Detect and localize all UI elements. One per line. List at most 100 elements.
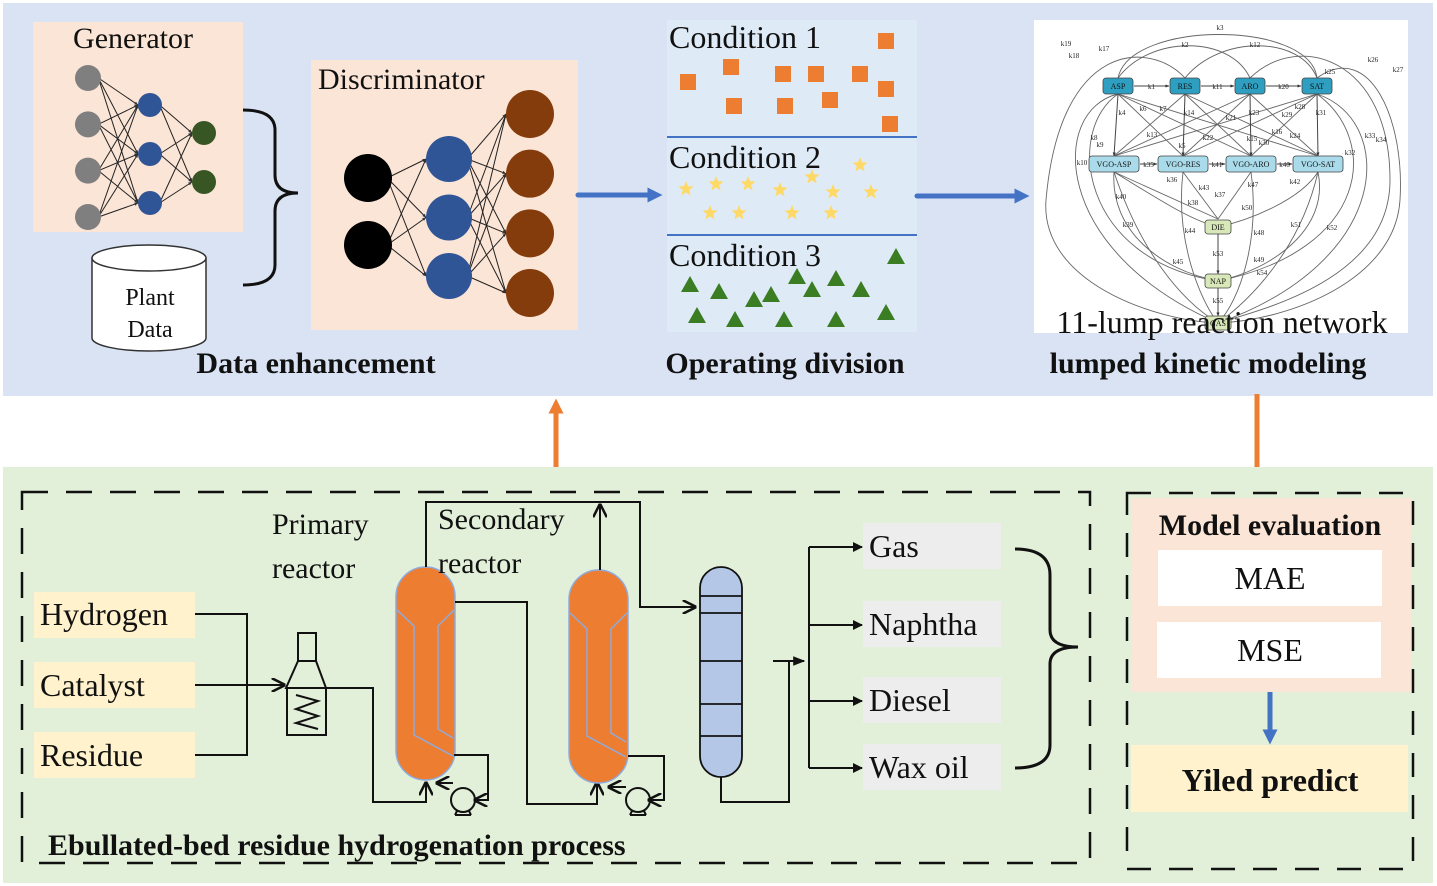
product-brace-icon	[1014, 547, 1079, 770]
rate-constant-label: k13	[1147, 131, 1158, 139]
products: Gas Naphtha Diesel Wax oil	[863, 523, 1001, 790]
rate-constant-label: k52	[1327, 224, 1338, 232]
neuron-node	[344, 221, 392, 269]
metric-mae-label: MAE	[1234, 560, 1305, 596]
reaction-edge	[1217, 171, 1319, 324]
network-connection	[386, 177, 427, 277]
rate-constant-label: k35	[1143, 161, 1154, 169]
square-marker-icon	[775, 66, 791, 82]
reaction-edge	[1182, 171, 1219, 220]
lump-node-label: ASP	[1111, 82, 1126, 91]
rate-constant-label: k36	[1167, 176, 1178, 184]
lump-node-label: VGO-ARO	[1233, 160, 1270, 169]
kinetic-modeling-caption: lumped kinetic modeling	[1050, 347, 1367, 380]
rate-constant-label: k19	[1061, 40, 1072, 48]
reaction-edge	[1045, 56, 1219, 324]
rate-constant-label: k4	[1119, 109, 1127, 117]
reaction-edge	[1113, 93, 1318, 157]
neuron-node	[138, 142, 162, 166]
rate-constant-label: k45	[1173, 258, 1184, 266]
product-lines	[808, 542, 863, 773]
neuron-node	[426, 194, 472, 241]
rate-constant-label: k37	[1215, 191, 1226, 199]
prediction-label: Yiled predict	[1182, 762, 1359, 798]
feed-residue-label: Residue	[40, 737, 143, 773]
reaction-edge	[1181, 93, 1186, 157]
rate-constant-label: k46	[1279, 161, 1290, 169]
rate-constant-label: k42	[1290, 178, 1301, 186]
square-marker-icon	[777, 98, 793, 114]
discriminator-block: Discriminator	[311, 60, 578, 330]
network-connection	[386, 158, 427, 179]
network-connection	[467, 232, 507, 277]
triangle-marker-icon	[887, 248, 905, 264]
rate-constant-label: k41	[1212, 161, 1223, 169]
neuron-node	[506, 209, 554, 258]
generator-title: Generator	[73, 22, 193, 55]
triangle-marker-icon	[745, 291, 763, 307]
lump-node	[1169, 77, 1201, 95]
feeds: Hydrogen Catalyst Residue	[34, 592, 195, 778]
rate-constant-label: k5	[1179, 142, 1187, 150]
pump-icon	[625, 787, 651, 816]
network-connection	[386, 217, 427, 246]
lump-node	[1157, 155, 1209, 173]
reaction-edge	[1217, 171, 1252, 220]
triangle-marker-icon	[681, 276, 699, 292]
operating-division-caption: Operating division	[665, 347, 905, 380]
condition-1-label: Condition 1	[669, 19, 821, 55]
star-marker-icon	[708, 176, 724, 191]
heater-icon	[284, 632, 328, 736]
square-marker-icon	[852, 66, 868, 82]
triangle-marker-icon	[827, 270, 845, 286]
triangle-marker-icon	[852, 281, 870, 297]
lump-node-label: VGO-SAT	[1301, 160, 1335, 169]
network-connection	[97, 77, 139, 155]
star-marker-icon	[772, 182, 788, 197]
star-marker-icon	[678, 181, 694, 196]
curly-brace-icon	[242, 108, 299, 287]
reaction-edge	[1217, 171, 1320, 282]
discriminator-title: Discriminator	[318, 63, 485, 96]
lump-node-label: VGO-RES	[1166, 160, 1201, 169]
lump-node	[1301, 77, 1333, 95]
rate-constant-label: k40	[1116, 193, 1127, 201]
neuron-node	[426, 253, 472, 299]
rate-constant-label: k31	[1316, 109, 1327, 117]
rate-constant-label: k55	[1213, 297, 1224, 305]
lump-node-label: ARO	[1242, 82, 1259, 91]
lump-node	[1204, 273, 1232, 289]
network-title: 11-lump reaction network	[1056, 304, 1387, 340]
lump-node-label: DIE	[1211, 223, 1224, 232]
product-naphtha-label: Naphtha	[869, 606, 977, 642]
secondary-reactor-icon	[568, 569, 629, 784]
secondary-reactor-label-line2: reactor	[438, 547, 521, 580]
rate-constant-label: k39	[1123, 221, 1134, 229]
rate-constant-label: k51	[1291, 221, 1302, 229]
condition-3-label: Condition 3	[669, 237, 821, 273]
reaction-edge	[1217, 93, 1368, 324]
operating-division-block: Condition 1 Condition 2 Condition 3	[667, 19, 917, 332]
reaction-edge	[1217, 93, 1354, 282]
lump-node-label: SAT	[1310, 82, 1324, 91]
rate-constant-label: k22	[1203, 134, 1214, 142]
star-marker-icon	[823, 205, 839, 220]
neuron-node	[75, 157, 101, 184]
star-marker-icon	[784, 205, 800, 220]
rate-constant-label: k26	[1368, 56, 1379, 64]
rate-constant-label: k43	[1199, 184, 1210, 192]
star-marker-icon	[804, 169, 820, 184]
metric-mse-label: MSE	[1237, 632, 1303, 668]
rate-constant-label: k29	[1282, 111, 1293, 119]
triangle-marker-icon	[775, 311, 793, 327]
network-connection	[466, 173, 507, 277]
star-marker-icon	[731, 205, 747, 220]
star-marker-icon	[852, 157, 868, 172]
pump-icon	[450, 787, 476, 816]
rate-constant-label: k1	[1148, 83, 1156, 91]
rate-constant-label: k50	[1242, 204, 1253, 212]
feed-catalyst-label: Catalyst	[40, 667, 145, 703]
reaction-edge	[1113, 93, 1251, 157]
